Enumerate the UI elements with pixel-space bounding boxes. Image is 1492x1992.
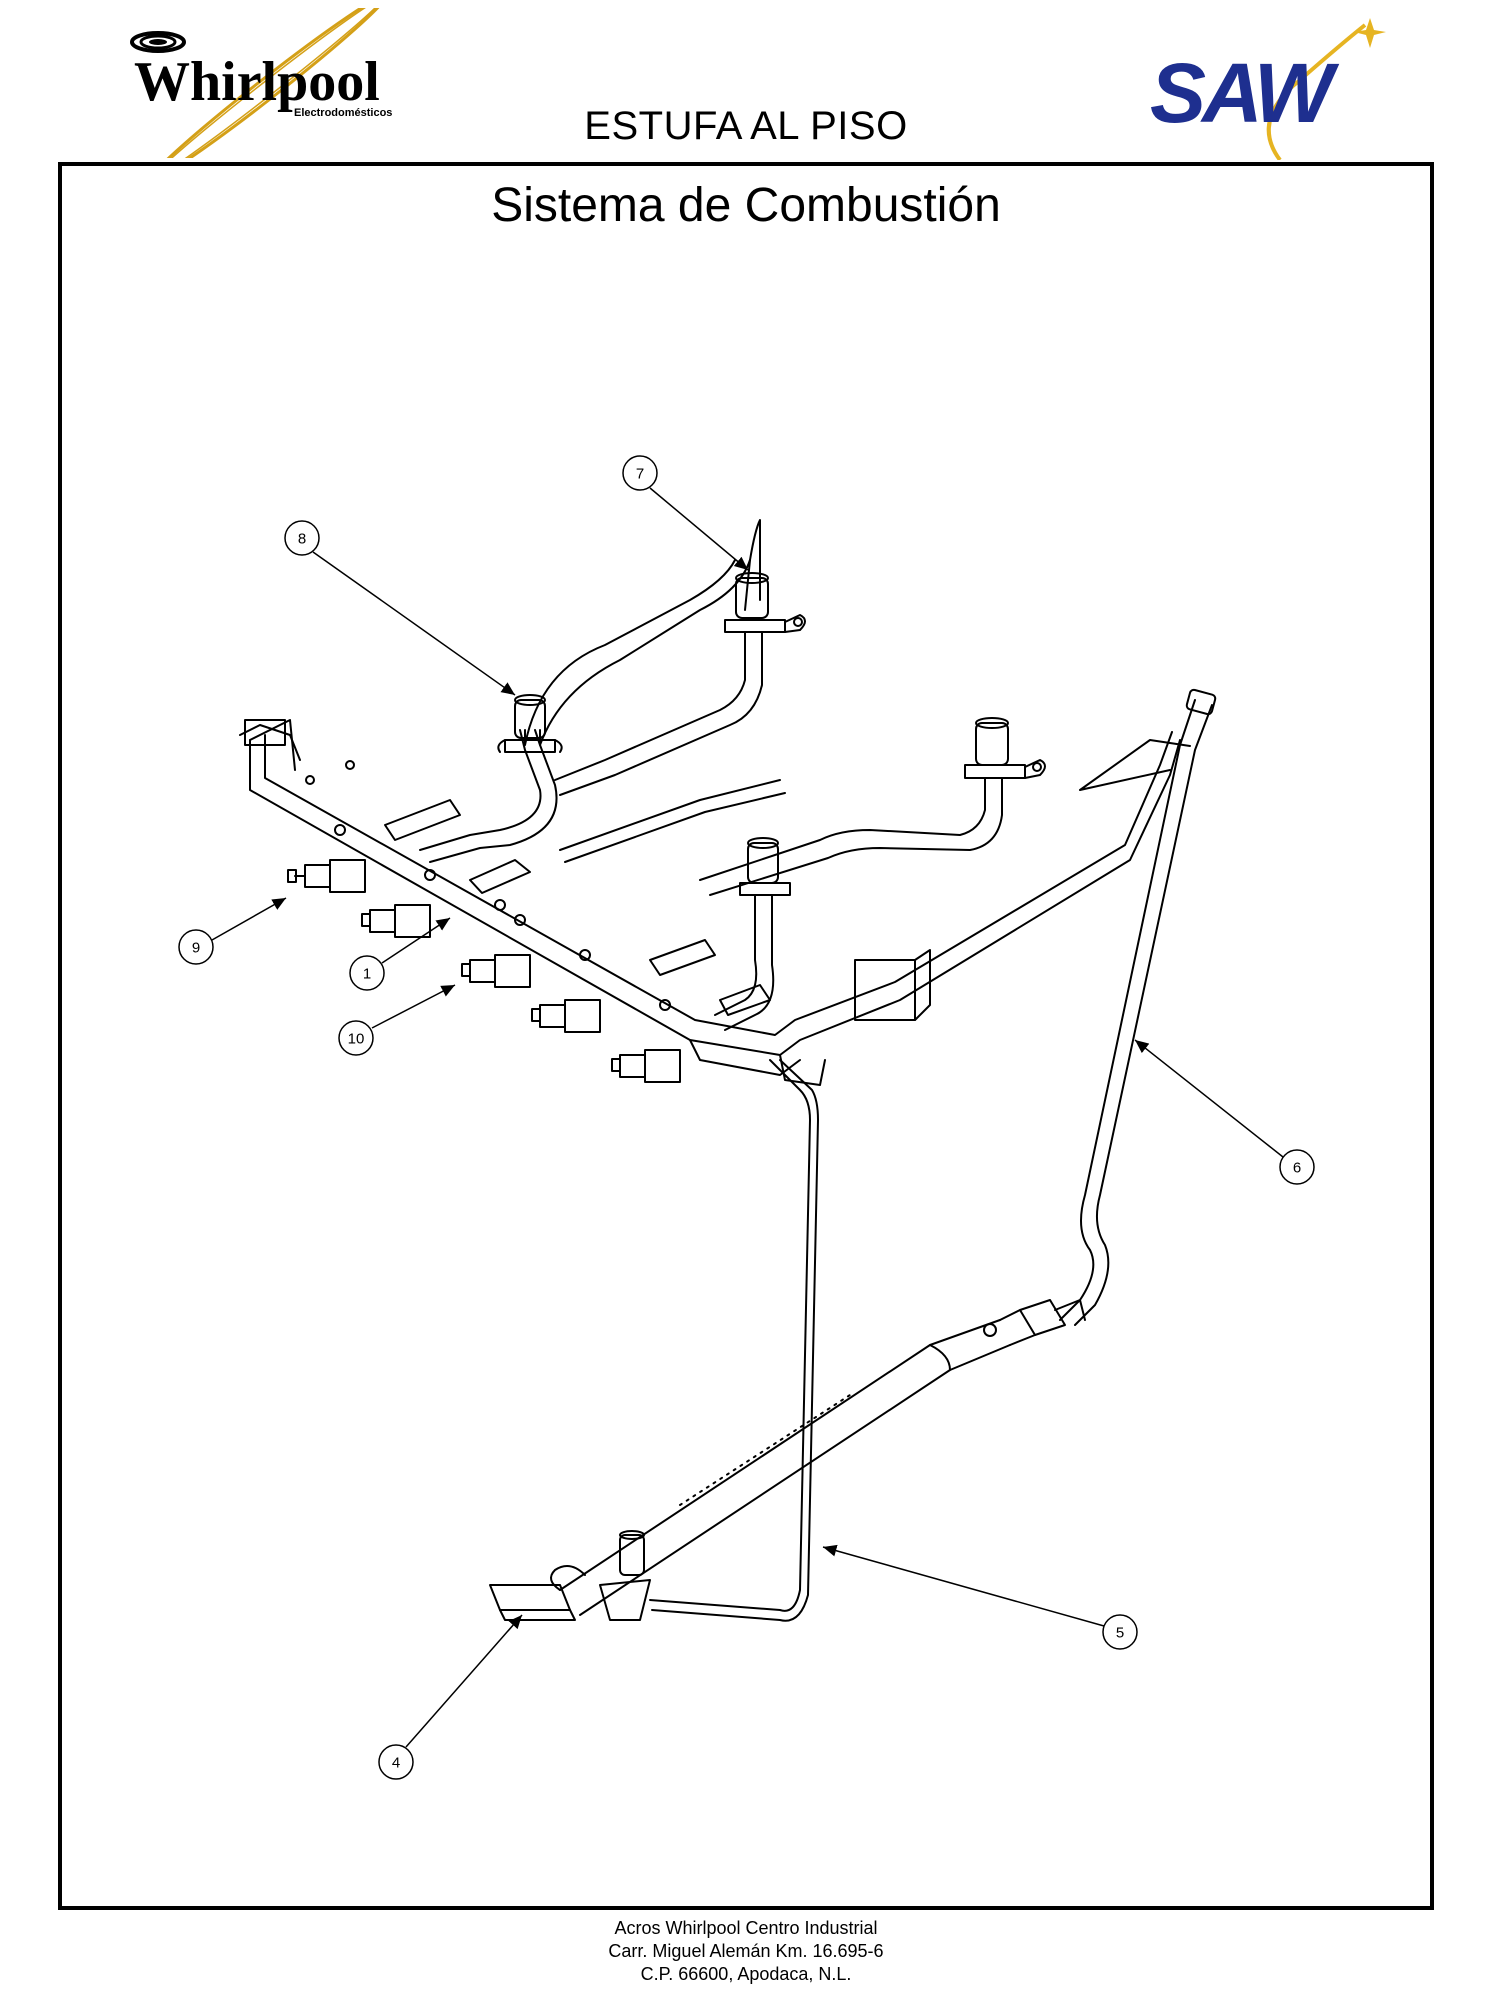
callout-4-label: 4 <box>392 1755 400 1772</box>
whirlpool-swirl-icon <box>130 31 186 53</box>
callout-7 <box>622 455 749 571</box>
footer-address: Acros Whirlpool Centro Industrial Carr. … <box>0 1917 1492 1986</box>
burner-tube-front <box>559 779 791 1031</box>
saw-logo: SAW <box>1150 18 1386 160</box>
page-title: ESTUFA AL PISO <box>584 104 908 148</box>
burner-tube-8 <box>419 559 751 863</box>
saw-wordmark: SAW <box>1150 46 1340 140</box>
callout-6-label: 6 <box>1293 1160 1301 1177</box>
footer-line: Carr. Miguel Alemán Km. 16.695-6 <box>608 1941 884 1961</box>
burner-tube-7 <box>554 519 806 796</box>
callout-5-label: 5 <box>1116 1625 1124 1642</box>
star-icon <box>1354 18 1386 48</box>
whirlpool-subtitle: Electrodomésticos <box>294 107 392 119</box>
pilot-tube <box>649 1059 819 1622</box>
callout-10-label: 10 <box>348 1031 365 1048</box>
oven-burner <box>489 1299 1086 1621</box>
callout-4 <box>378 1614 523 1780</box>
footer-line: C.P. 66600, Apodaca, N.L. <box>640 1964 852 1984</box>
callout-7-label: 7 <box>636 466 644 483</box>
callout-9 <box>178 897 287 965</box>
callout-6 <box>1134 1039 1315 1185</box>
diagram-frame <box>58 162 1434 1910</box>
callout-5 <box>822 1544 1138 1650</box>
manifold-rail <box>239 719 1181 1086</box>
footer-line: Acros Whirlpool Centro Industrial <box>614 1918 878 1938</box>
callout-1 <box>349 917 451 991</box>
whirlpool-logo: Whirlpool Electrodomésticos <box>130 8 392 158</box>
callout-8-label: 8 <box>298 531 306 548</box>
burner-tube-right-rear <box>699 717 1046 896</box>
whirlpool-wordmark: Whirlpool <box>134 51 380 113</box>
callout-8 <box>284 520 516 696</box>
callout-1-label: 1 <box>363 966 371 983</box>
callout-9-label: 9 <box>192 940 200 957</box>
oven-supply-pipe <box>1059 688 1217 1326</box>
diagram-title: Sistema de Combustión <box>491 179 1001 232</box>
callout-10 <box>338 984 456 1056</box>
combustion-system-drawing: 7 8 9 1 10 6 5 4 <box>178 455 1315 1780</box>
gas-valves <box>287 760 681 1083</box>
mixer-tubes <box>384 799 771 1016</box>
